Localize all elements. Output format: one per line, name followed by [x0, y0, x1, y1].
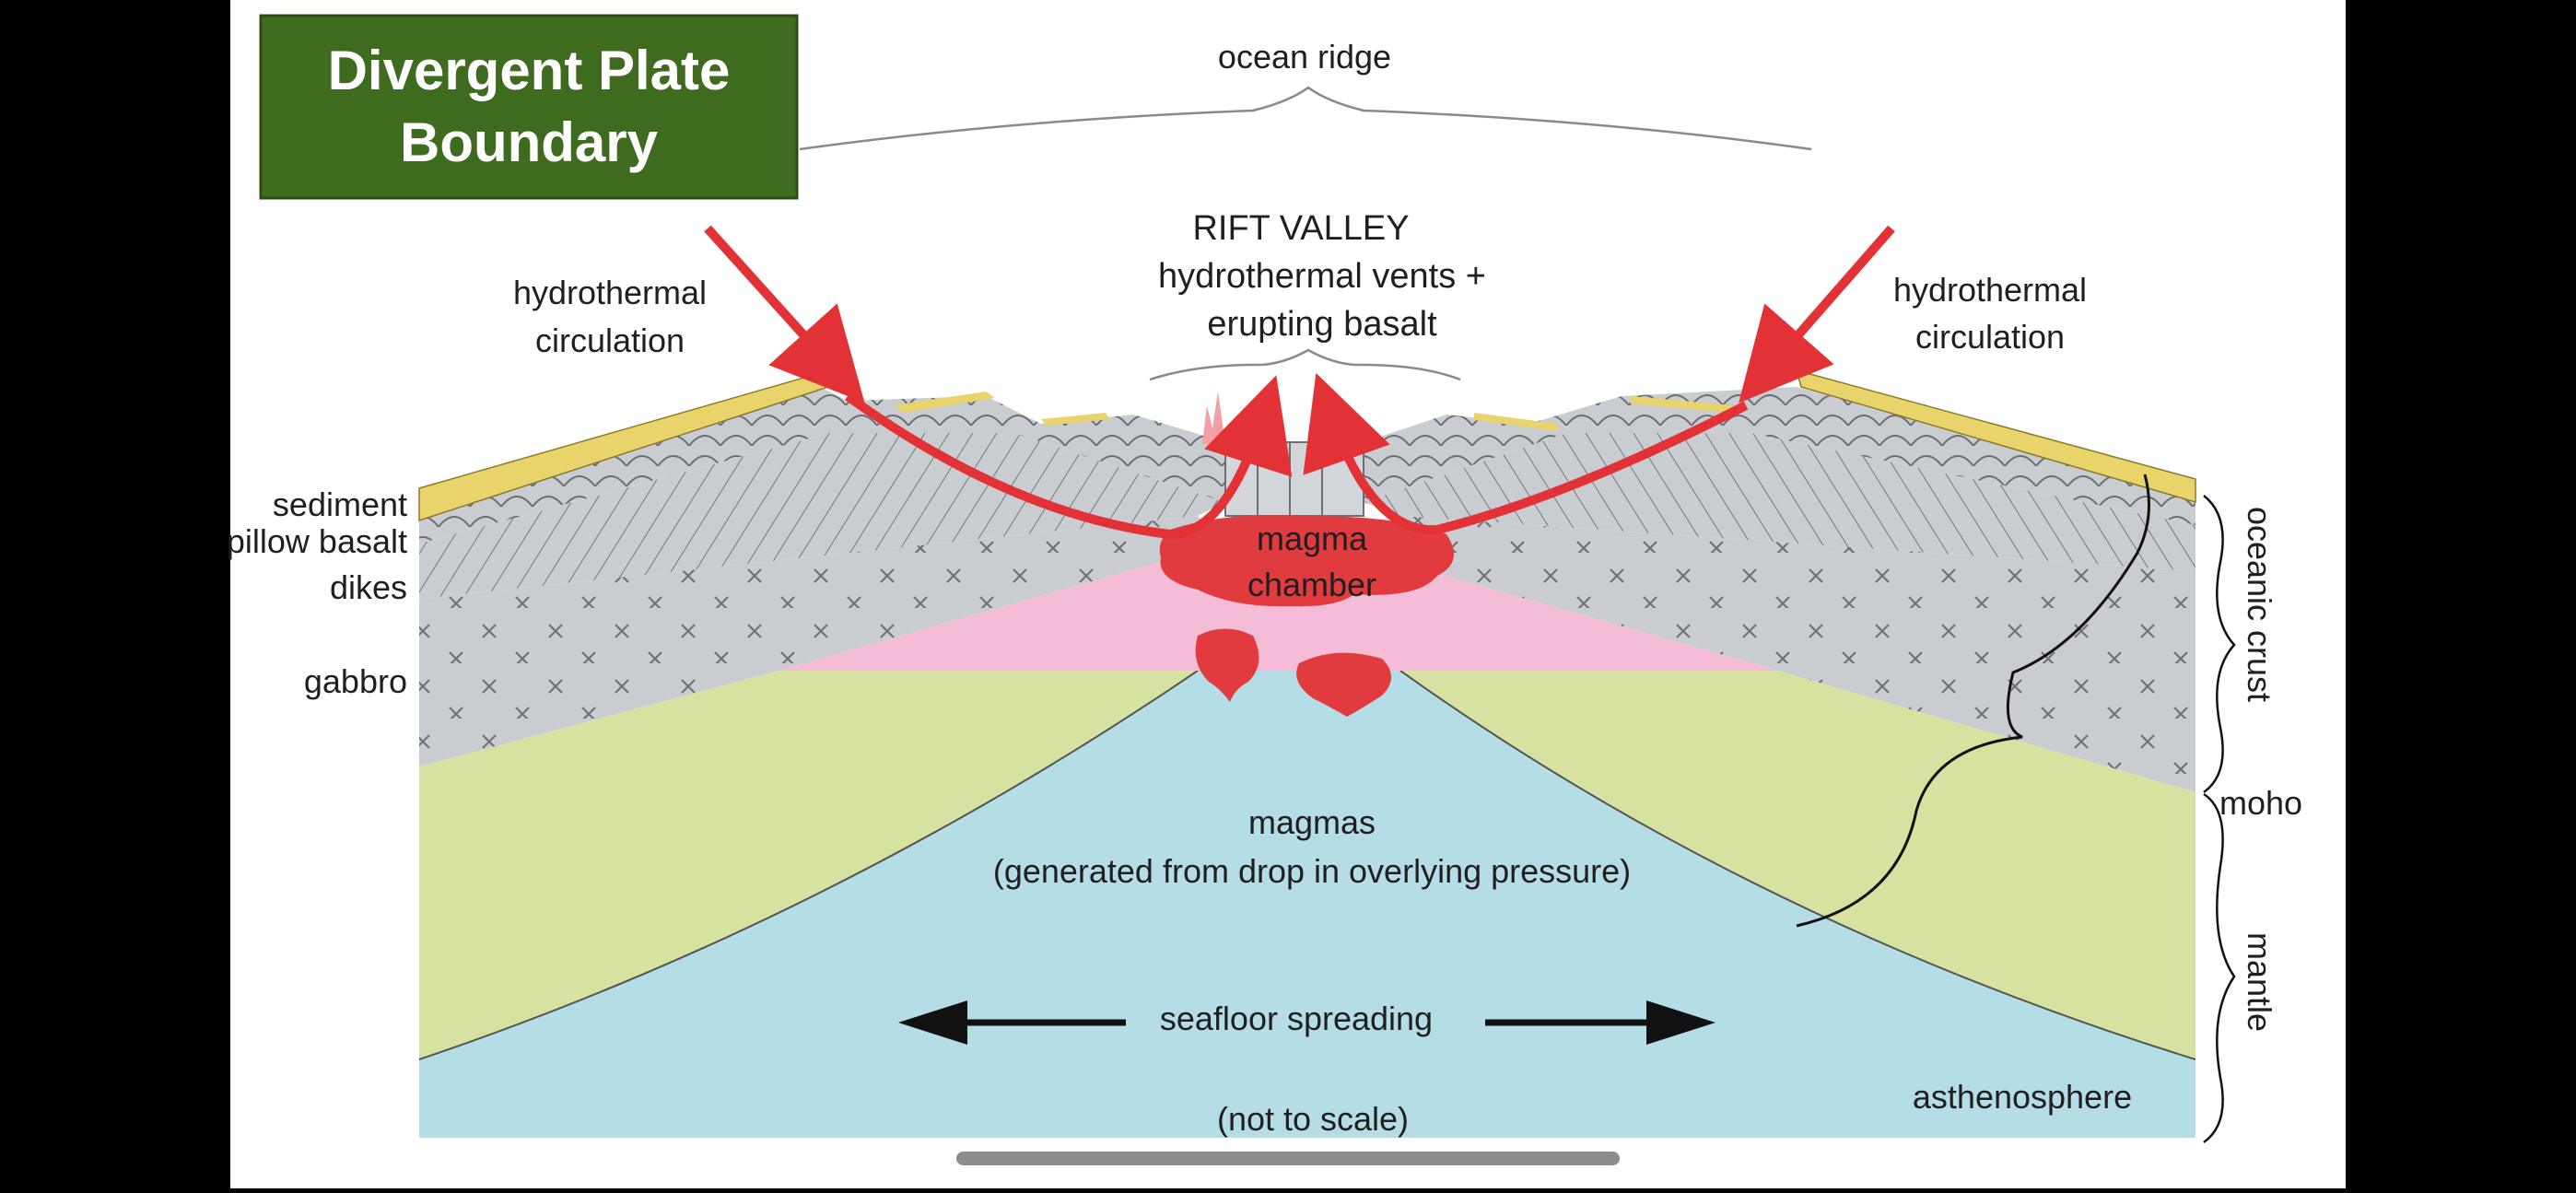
magma-chamber [1159, 515, 1454, 607]
home-indicator[interactable] [956, 1152, 1620, 1165]
geotherm-curve [1796, 474, 2150, 928]
asthenosphere-label: asthenosphere [1913, 1078, 2132, 1116]
title-line-1: Divergent Plate [328, 40, 731, 101]
not-to-scale-label: (not to scale) [1217, 1100, 1409, 1138]
mantle-label: mantle [2241, 932, 2278, 1032]
oceanic-crust-brace [2203, 495, 2236, 794]
dikes-label: dikes [330, 568, 407, 606]
magma-chamber-label-1: magma [1257, 520, 1368, 557]
ocean-ridge-label: ocean ridge [1218, 38, 1391, 76]
seafloor-spreading-label: seafloor spreading [1160, 1000, 1433, 1037]
hydrothermal-right-label-2: circulation [1915, 318, 2065, 356]
title-box [259, 14, 799, 200]
hydrothermal-left-label-1: hydrothermal [513, 274, 707, 311]
rift-valley-brace [1149, 348, 1461, 381]
mantle-layer-left [419, 671, 1198, 1059]
rift-valley-line2: hydrothermal vents + [1158, 257, 1486, 296]
title-line-2: Boundary [400, 111, 659, 173]
magma-blob-left [1195, 628, 1259, 702]
sediment-label: sediment [273, 485, 407, 523]
rift-valley-line3: erupting basalt [1207, 305, 1437, 344]
ocean-ridge-brace [799, 86, 1812, 151]
mantle-boundary-right [1399, 670, 2196, 1060]
mantle-brace [2203, 792, 2236, 1144]
hydrothermal-arrow-right-in [1739, 225, 1895, 404]
magma-zone [779, 544, 1778, 671]
mantle-layer-right [1400, 671, 2195, 1059]
oceanic-crust-label: oceanic crust [2241, 507, 2278, 702]
hydrothermal-arrow-left-out [845, 375, 1293, 540]
hydrothermal-left-label-2: circulation [535, 322, 685, 359]
magmas-label: magmas [1248, 803, 1376, 841]
asthenosphere-layer [419, 671, 2195, 1138]
magmas-note-label: (generated from drop in overlying pressu… [993, 852, 1631, 890]
hydrothermal-arrow-left-in [704, 225, 865, 404]
magma-blob-right [1296, 652, 1391, 717]
moho-label: moho [2219, 784, 2302, 822]
gabbro-label: gabbro [304, 662, 407, 700]
hydrothermal-arrow-right-out [1303, 372, 1749, 535]
hydrothermal-right-label-1: hydrothermal [1893, 271, 2087, 309]
rift-valley-label: RIFT VALLEY [1192, 209, 1409, 248]
magma-chamber-label-2: chamber [1247, 566, 1376, 603]
mantle-boundary-left [418, 670, 1199, 1060]
pillow-basalt-label: pillow basalt [227, 522, 407, 560]
